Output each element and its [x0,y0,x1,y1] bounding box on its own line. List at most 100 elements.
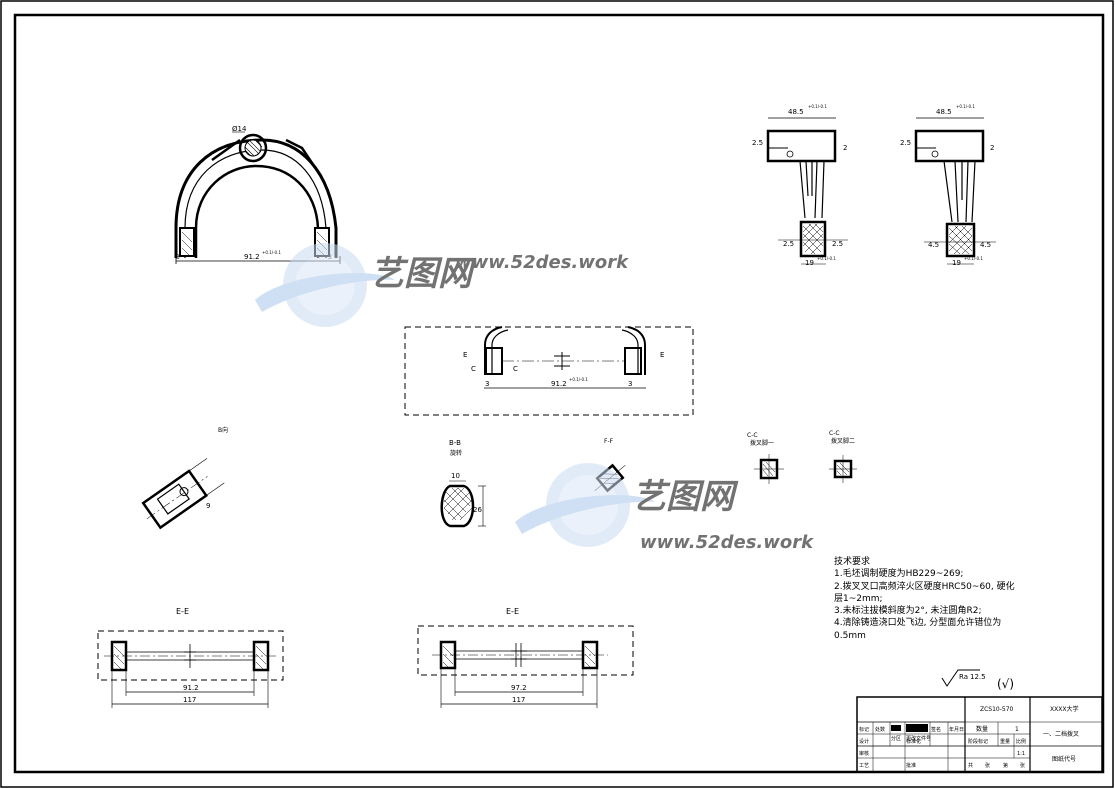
tb-drawing-no: ZCS10-570 [980,706,1014,713]
tech-line-3: 层1~2mm; [834,593,883,604]
side1-dim-pad-width: 19 [805,259,814,267]
side2-dim-pad-left: 4.5 [928,241,939,249]
section-ee2-title: E-E [506,607,519,616]
tech-line-5: 4.清除铸造浇口处飞边, 分型面允许错位为 [834,618,1002,629]
dim-ring: Ø14 [232,125,247,133]
section-bb: B-B 旋转 10 26 [440,439,486,528]
tb-process-label: 工艺 [859,763,869,769]
section-ee1-dim-inner: 91.2 [183,684,199,692]
tb-approve-label: 批准 [906,762,916,769]
tech-title: 技术要求 [834,557,871,567]
tb-page-sheet-label: 张 [1020,762,1025,769]
section-bb-dim-top: 10 [451,472,460,480]
mid-dim-left: 3 [485,380,489,388]
marker-c-right: C [513,365,518,373]
section-bb-dim-side: 26 [473,506,482,514]
side1-dim-right: 2 [843,144,847,152]
roughness-mark: (√) [997,677,1014,691]
detail-a-dim: 9 [206,502,210,510]
tb-standard-label: 标准化 [906,738,921,745]
tb-qty: 1 [1015,726,1019,733]
tb-school: XXXX大学 [1050,705,1078,713]
tb-review-label: 审核 [859,750,869,757]
section-cc1-subtitle: 拨叉脚一 [750,439,774,447]
tech-line-1: 1.毛坯调制硬度为HB229~269; [834,569,964,580]
tb-scale-label: 比例 [1016,738,1026,745]
detail-a: B向 9 [141,426,228,530]
mid-dim-right: 3 [628,380,632,388]
tb-partition-label: 分区 [891,735,901,742]
tb-qty-label: 数量 [976,725,988,733]
tb-date-label: 年月日 [949,726,964,733]
tb-design-label: 设计 [859,738,869,745]
section-cc1-title: C-C [747,432,758,439]
section-cc-2: C-C 拨叉脚二 [829,430,857,483]
side1-tol-top: +0.1/-0.1 [808,104,827,109]
tb-weight-label: 重量 [1000,738,1010,745]
tb-change-doc-label: 更改文件号 [906,735,931,742]
section-cc-1: C-C 拨叉脚一 [747,432,784,484]
roughness-symbol: Ra 12.5 (√) [941,669,1014,691]
side2-dim-pad-right: 4.5 [980,241,991,249]
top-view: Ø14 3 91.2 +0.1/-0.1 3 [174,125,341,264]
section-cc2-subtitle: 拨叉脚二 [831,437,855,445]
dim-tab-left: 3 [176,254,180,261]
watermark-cn-1: 艺图网 [370,254,477,294]
watermark-url-2: www.52des.work [640,532,814,553]
tb-mark-label: 标记 [859,726,869,733]
side2-dim-pad-width: 19 [952,259,961,267]
detail-a-label: B向 [218,426,228,434]
middle-view: E E C C 3 91.2 +0.1/-0.1 3 [404,326,694,416]
tb-page-label: 第 [1003,762,1008,769]
inner-border [13,13,1105,774]
watermark-2: 艺图网 www.52des.work [515,463,814,553]
tb-total-label: 共 [968,762,973,769]
title-block-text: ZCS10-570 XXXX大学 一、二档拨叉 图纸代号 数量 1 阶段标记 重… [859,705,1079,769]
mid-tol-span: +0.1/-0.1 [569,377,588,382]
tb-sign-label: 签名 [931,726,941,733]
tech-line-2: 2.拨叉叉口高频淬火区硬度HRC50~60, 硬化 [834,581,1015,592]
tol-span: +0.1/-0.1 [262,250,281,255]
marker-c-left: C [471,365,476,373]
section-ee1-title: E-E [176,607,189,616]
section-ee2-dim-inner: 97.2 [511,684,527,692]
mid-dim-span: 91.2 [551,380,567,388]
side1-dim-pad-left: 2.5 [783,240,794,248]
tech-line-6: 0.5mm [834,630,866,641]
section-ff-title: F-F [604,438,614,445]
side1-dim-pad-right: 2.5 [832,240,843,248]
tb-stage-label: 阶段标记 [968,738,988,745]
section-cc2-title: C-C [829,430,840,437]
side1-dim-top: 48.5 [788,108,804,116]
side1-dim-left: 2.5 [752,139,763,147]
marker-e-left: E [463,351,467,359]
watermark-cn-2: 艺图网 [632,477,739,517]
tb-part-name: 一、二档拨叉 [1043,730,1079,738]
roughness-prefix: Ra [959,673,968,681]
section-ee2-dim-outer: 117 [512,696,525,704]
tb-sheet-label: 张 [985,762,990,769]
marker-e-right: E [660,351,664,359]
side1-tol-pad: +0.1/-0.1 [817,256,836,261]
side2-dim-right: 2 [990,144,994,152]
tb-count-label: 处数 [875,726,885,733]
roughness-value: 12.5 [970,673,986,681]
watermark-url-1: www.52des.work [455,252,629,273]
tech-line-4: 3.未标注拔模斜度为2°, 未注圆角R2; [834,606,982,617]
section-bb-title: B-B [449,439,461,447]
dim-span: 91.2 [244,253,260,261]
tech-requirements: 技术要求 1.毛坯调制硬度为HB229~269; 2.拨叉叉口高频淬火区硬度HR… [834,556,1034,642]
section-ee-1: E-E 91.2 117 [97,607,284,708]
title-block [856,696,1103,773]
side-view-1: 48.5 +0.1/-0.1 2.5 2 2.5 2.5 19 +0.1/-0.… [752,104,848,267]
tb-scale: 1:1 [1017,751,1025,757]
side2-dim-left: 2.5 [900,139,911,147]
section-bb-subtitle: 旋转 [450,449,462,457]
side2-tol-top: +0.1/-0.1 [956,104,975,109]
tb-drawing-code: 图纸代号 [1052,755,1076,763]
side2-tol-pad: +0.1/-0.1 [964,256,983,261]
side2-dim-top: 48.5 [936,108,952,116]
section-ee1-dim-outer: 117 [183,696,196,704]
